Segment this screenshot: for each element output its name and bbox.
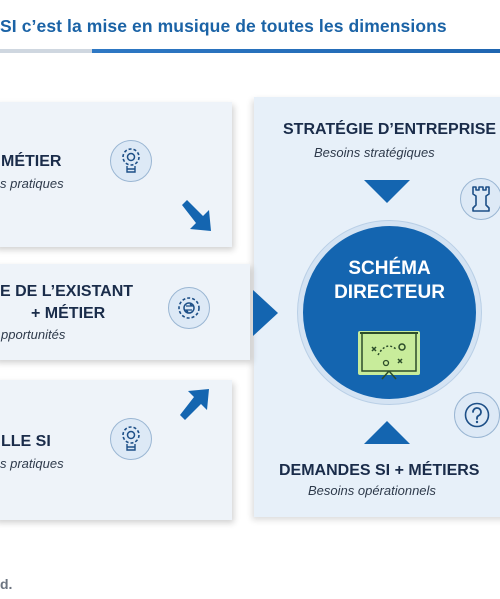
arrow-down-right-icon [182,200,211,231]
title-underline-light [0,49,92,53]
arrow-down-icon [364,180,410,203]
left-panel-3-title: LLE SI [1,433,51,450]
left-panel-1-title: MÉTIER [1,153,62,170]
arrow-up-icon [364,421,410,444]
gear-cycle-icon [168,287,210,329]
left-panel-2-subtitle: pportunités [1,327,66,342]
strategy-title: STRATÉGIE D’ENTREPRISE [283,121,497,138]
left-panel-1-subtitle: s pratiques [0,176,64,191]
question-mark-icon [454,392,500,438]
requests-subtitle: Besoins opérationnels [308,483,436,498]
gear-bulb-icon [110,140,152,182]
page-title: SI c’est la mise en musique de toutes le… [0,16,447,36]
arrow-right-icon [253,290,278,336]
center-title-line1: SCHÉMA [348,258,431,279]
requests-title: DEMANDES SI + MÉTIERS [279,462,480,479]
center-title-line2: DIRECTEUR [334,282,445,303]
left-panel-2-title-line2: + MÉTIER [31,305,106,322]
arrow-up-right-icon [180,389,209,420]
gear-bulb-icon [110,418,152,460]
left-panel-2-title-line1: E DE L’EXISTANT [0,283,134,300]
schema-directeur-circle: SCHÉMA DIRECTEUR [298,221,481,404]
left-panel-3-subtitle: s pratiques [0,456,64,471]
strategy-subtitle: Besoins stratégiques [314,145,435,160]
title-underline-dark [92,49,500,53]
footer-text: d. [0,576,13,592]
chess-rook-icon [460,178,500,220]
strategy-board-icon [358,331,420,380]
